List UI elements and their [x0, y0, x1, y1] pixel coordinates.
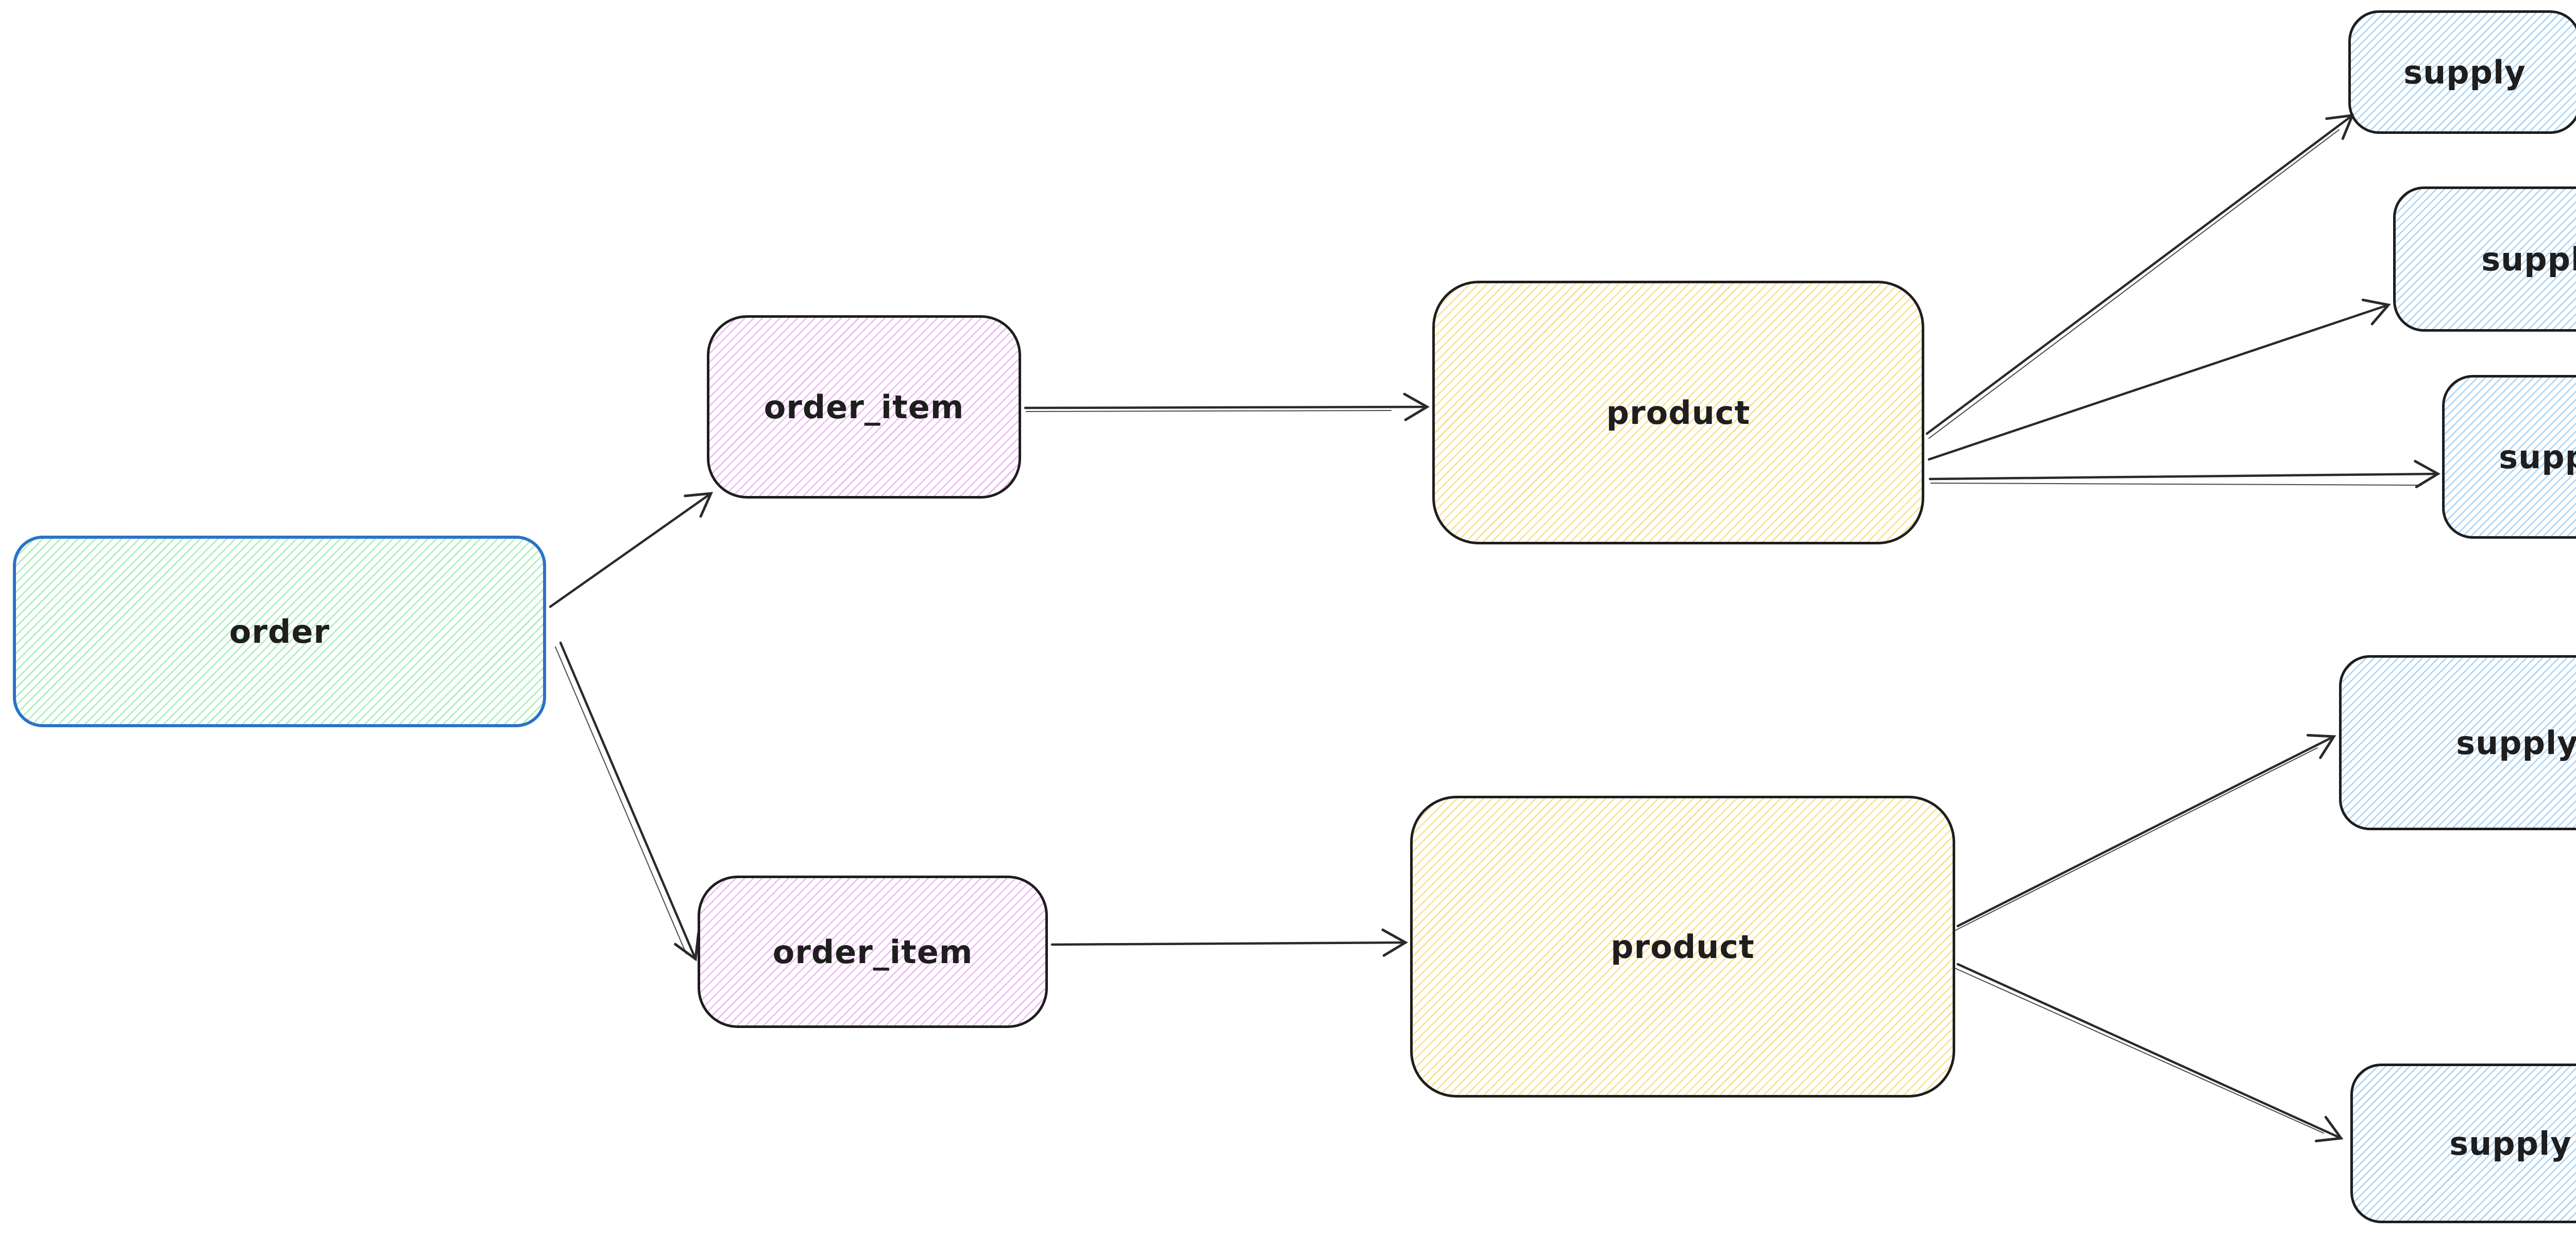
- node-product-1[interactable]: product: [1432, 281, 1924, 544]
- arrow-product-2-to-supply-4[interactable]: [1956, 733, 2336, 928]
- node-supply-4[interactable]: supply: [2339, 655, 2576, 830]
- node-supply-2-label: supply: [2481, 240, 2576, 278]
- arrow-product-1-to-supply-2[interactable]: [1927, 298, 2391, 461]
- node-order-label: order: [229, 612, 330, 650]
- node-supply-2[interactable]: supply: [2393, 186, 2576, 332]
- arrow-order-item-1-to-product-1[interactable]: [1024, 392, 1430, 421]
- node-supply-3-label: supply: [2499, 438, 2576, 476]
- node-order[interactable]: order: [13, 536, 546, 727]
- node-supply-5-label: supply: [2449, 1124, 2572, 1162]
- arrow-product-2-to-supply-5[interactable]: [1956, 963, 2344, 1142]
- arrow-sketch-stroke: [1928, 129, 2340, 439]
- arrow-product-1-to-supply-1[interactable]: [1925, 113, 2354, 435]
- node-supply-3[interactable]: supply: [2442, 375, 2576, 539]
- node-supply-1[interactable]: supply: [2348, 10, 2576, 134]
- arrow-product-1-to-supply-3[interactable]: [1928, 459, 2441, 488]
- node-product-1-label: product: [1606, 393, 1751, 432]
- node-supply-4-label: supply: [2456, 724, 2576, 762]
- arrow-sketch-stroke: [555, 646, 687, 954]
- node-order-item-1-label: order_item: [764, 388, 964, 426]
- node-product-2-label: product: [1611, 928, 1755, 966]
- arrow-sketch-stroke: [1026, 410, 1392, 412]
- arrow-order-to-order-item-1[interactable]: [549, 492, 714, 608]
- arrow-order-to-order-item-2[interactable]: [559, 641, 700, 962]
- node-product-2[interactable]: product: [1410, 796, 1955, 1098]
- arrow-order-item-2-to-product-2[interactable]: [1050, 928, 1408, 957]
- node-order-item-2-label: order_item: [772, 933, 973, 971]
- arrow-sketch-stroke: [1955, 747, 2318, 931]
- node-supply-5[interactable]: supply: [2350, 1064, 2576, 1223]
- node-supply-1-label: supply: [2403, 53, 2526, 91]
- arrow-sketch-stroke: [1930, 483, 2422, 486]
- node-order-item-1[interactable]: order_item: [707, 315, 1021, 499]
- node-order-item-2[interactable]: order_item: [698, 876, 1048, 1028]
- arrow-sketch-stroke: [1955, 968, 2324, 1134]
